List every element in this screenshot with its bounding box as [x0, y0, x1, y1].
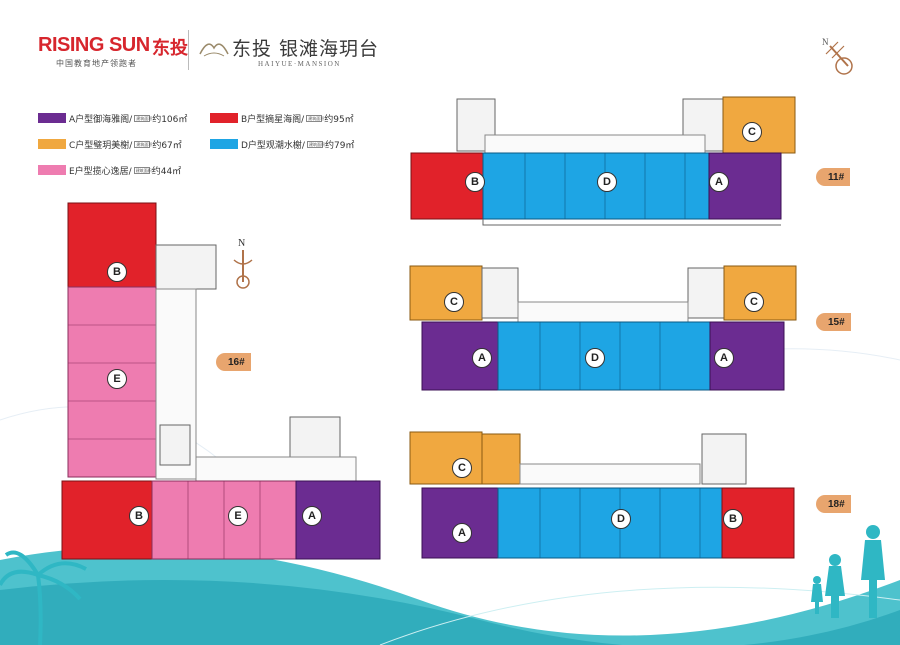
legend-swatch-e — [38, 165, 66, 175]
unit-label-a-18: A — [452, 523, 472, 543]
legend-item-c: C户型璧玥美榭/ 建筑面积 约67㎡ — [38, 136, 210, 152]
legend-label-b: B户型摘星海阁/ — [241, 114, 305, 125]
legend-area-e: 约44㎡ — [151, 166, 182, 177]
unit-label-d-11: D — [597, 172, 617, 192]
legend-item-b: B户型摘星海阁/ 建筑面积 约95㎡ — [210, 110, 354, 126]
legend-label-a: A户型御海雅阁/ — [69, 114, 133, 125]
brand-logo: RISING SUN — [38, 34, 150, 56]
unit-label-b-11: B — [465, 172, 485, 192]
family-silhouette-icon — [811, 525, 885, 618]
legend-item-d: D户型观潮水榭/ 建筑面积 约79㎡ — [210, 136, 354, 152]
legend-area-c: 约67㎡ — [152, 140, 182, 151]
legend-swatch-b — [210, 113, 238, 123]
unit-label-a-11: A — [709, 172, 729, 192]
unit-label-c-15-left: C — [444, 292, 464, 312]
legend-area-tag-d: 建筑面积 — [306, 140, 325, 148]
building-16-plan — [61, 202, 381, 560]
brand-cn: 东投 — [152, 38, 188, 59]
building-18-plan — [409, 431, 795, 559]
unit-label-c-18: C — [452, 458, 472, 478]
unit-label-a-15-right: A — [714, 348, 734, 368]
unit-label-b-18: B — [723, 509, 743, 529]
legend-area-tag-e: 建筑面积 — [133, 166, 152, 174]
legend-area-tag-a: 建筑面积 — [134, 114, 153, 122]
legend-area-d: 约79㎡ — [324, 140, 355, 151]
project-subtitle: HAIYUE·MANSION — [258, 60, 341, 68]
legend: A户型御海雅阁/ 建筑面积 约106㎡ B户型摘星海阁/ 建筑面积 约95㎡ C… — [38, 110, 354, 178]
unit-label-c-11: C — [742, 122, 762, 142]
project-logo-icon — [199, 43, 229, 57]
legend-area-tag-c: 建筑面积 — [134, 140, 153, 148]
legend-label-e: E户型揽心逸居/ — [69, 166, 132, 177]
unit-label-b-16-bottom: B — [129, 506, 149, 526]
unit-label-d-15: D — [585, 348, 605, 368]
legend-swatch-c — [38, 139, 66, 149]
legend-swatch-d — [210, 139, 238, 149]
legend-label-d: D户型观潮水榭/ — [241, 140, 305, 151]
unit-label-b-16-top: B — [107, 262, 127, 282]
unit-label-e-16-bottom: E — [228, 506, 248, 526]
header-divider — [188, 30, 189, 70]
unit-label-d-18: D — [611, 509, 631, 529]
legend-area-b: 约95㎡ — [324, 114, 354, 125]
building-tag-15: 15# — [816, 313, 851, 331]
legend-area-a: 约106㎡ — [152, 114, 188, 125]
legend-item-e: E户型揽心逸居/ 建筑面积 约44㎡ — [38, 162, 181, 178]
compass-icon-16: N — [233, 238, 253, 289]
svg-text:N: N — [238, 238, 245, 249]
legend-item-a: A户型御海雅阁/ 建筑面积 约106㎡ — [38, 110, 210, 126]
legend-label-c: C户型璧玥美榭/ — [69, 140, 133, 151]
building-15-plan — [409, 265, 797, 391]
building-11-plan — [410, 96, 796, 226]
unit-label-a-15-left: A — [472, 348, 492, 368]
legend-swatch-a — [38, 113, 66, 123]
unit-label-a-16: A — [302, 506, 322, 526]
building-tag-16: 16# — [216, 353, 251, 371]
unit-label-c-15-right: C — [744, 292, 764, 312]
legend-area-tag-b: 建筑面积 — [306, 114, 325, 122]
palm-tree-icon — [0, 550, 87, 645]
project-title: 东投 银滩海玥台 — [232, 38, 380, 60]
compass-n-label: N — [822, 37, 829, 47]
unit-label-e-16-left: E — [107, 369, 127, 389]
building-tag-18: 18# — [816, 495, 851, 513]
compass-icon: N — [822, 37, 853, 75]
building-tag-11: 11# — [816, 168, 851, 186]
brand-tagline: 中国教育地产领跑者 — [56, 59, 137, 68]
